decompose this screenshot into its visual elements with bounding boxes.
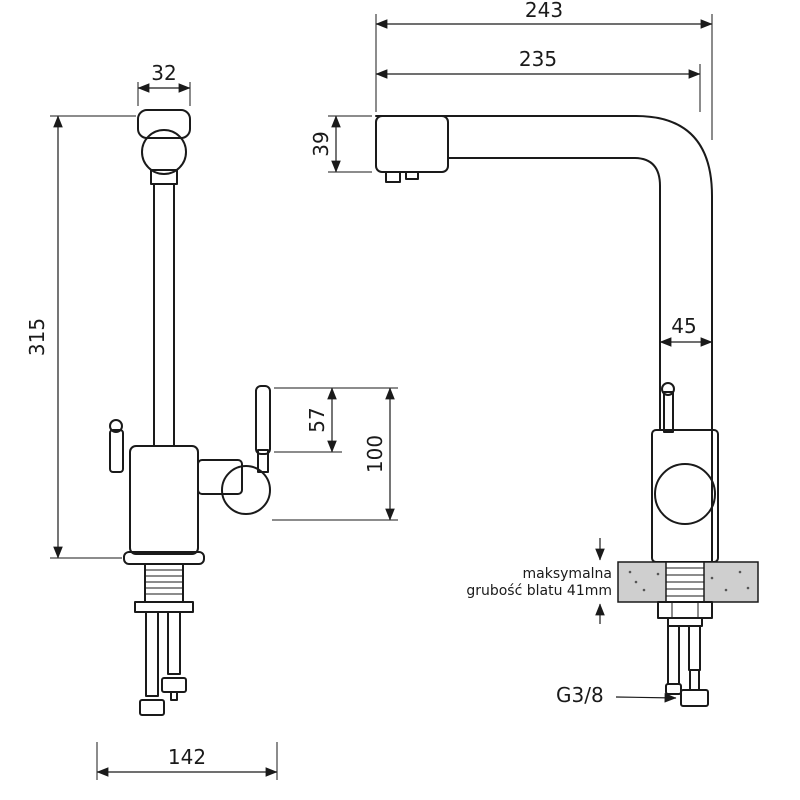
dim-label-head-width: 32 — [151, 61, 176, 85]
dim-label-body-depth: 45 — [671, 314, 696, 338]
side-aerator-2 — [405, 171, 419, 180]
dim-head-width: 32 — [137, 61, 191, 106]
dim-label-total-height: 315 — [25, 318, 49, 356]
front-spout-arm — [197, 459, 243, 495]
front-column — [153, 183, 175, 447]
front-left-lever — [109, 429, 124, 473]
front-threaded-stem — [144, 563, 184, 603]
dim-lever-height: 57 — [274, 387, 398, 453]
front-head-cap — [137, 109, 191, 139]
front-hoses — [139, 611, 187, 716]
side-body-knob — [654, 463, 716, 525]
front-right-lever — [255, 385, 271, 455]
dim-label-base-width: 142 — [168, 745, 206, 769]
dim-spout-head-height: 39 — [309, 115, 372, 173]
side-lever — [663, 391, 674, 433]
side-g38-connector — [680, 689, 709, 707]
side-faucet-outline — [375, 115, 719, 563]
front-spout-elbow — [221, 465, 271, 515]
thread-label: G3/8 — [556, 683, 604, 707]
side-aerator-1 — [385, 171, 401, 183]
dim-base-width: 142 — [96, 742, 278, 780]
dim-label-total-depth: 243 — [525, 0, 563, 22]
front-lever-stem — [257, 449, 269, 473]
dim-spout-reach: 235 — [375, 47, 701, 112]
countertop-note: maksymalna grubość blatu 41mm — [466, 566, 612, 599]
front-head-knob — [141, 129, 187, 175]
front-view: 32 315 57 100 142 — [25, 61, 398, 780]
dim-body-depth: 45 — [659, 314, 713, 347]
front-body — [129, 445, 199, 555]
countertop-slab — [595, 538, 759, 624]
dim-label-spout-height: 100 — [363, 435, 387, 473]
side-arm-outer — [375, 115, 713, 563]
side-undermount-hardware — [657, 601, 713, 707]
dim-label-lever-height: 57 — [305, 407, 329, 432]
front-left-lever-knob — [109, 419, 123, 433]
side-arm-inner — [447, 157, 661, 431]
front-washer — [134, 601, 194, 613]
dim-label-spout-reach: 235 — [519, 47, 557, 71]
dim-label-spout-head-height: 39 — [309, 131, 333, 156]
counter-note-line1: maksymalna — [523, 566, 612, 582]
side-spout-head — [375, 115, 449, 173]
side-view: 243 235 39 45 — [309, 0, 759, 707]
dim-spout-height: 100 — [272, 387, 398, 521]
side-body — [651, 429, 719, 563]
side-lever-knob — [661, 382, 675, 396]
dim-total-depth: 243 — [375, 0, 713, 140]
dim-total-height: 315 — [25, 115, 136, 559]
counter-note-line2: grubość blatu 41mm — [466, 583, 612, 599]
front-faucet-outline — [109, 109, 271, 716]
thread-callout: G3/8 — [556, 683, 677, 707]
